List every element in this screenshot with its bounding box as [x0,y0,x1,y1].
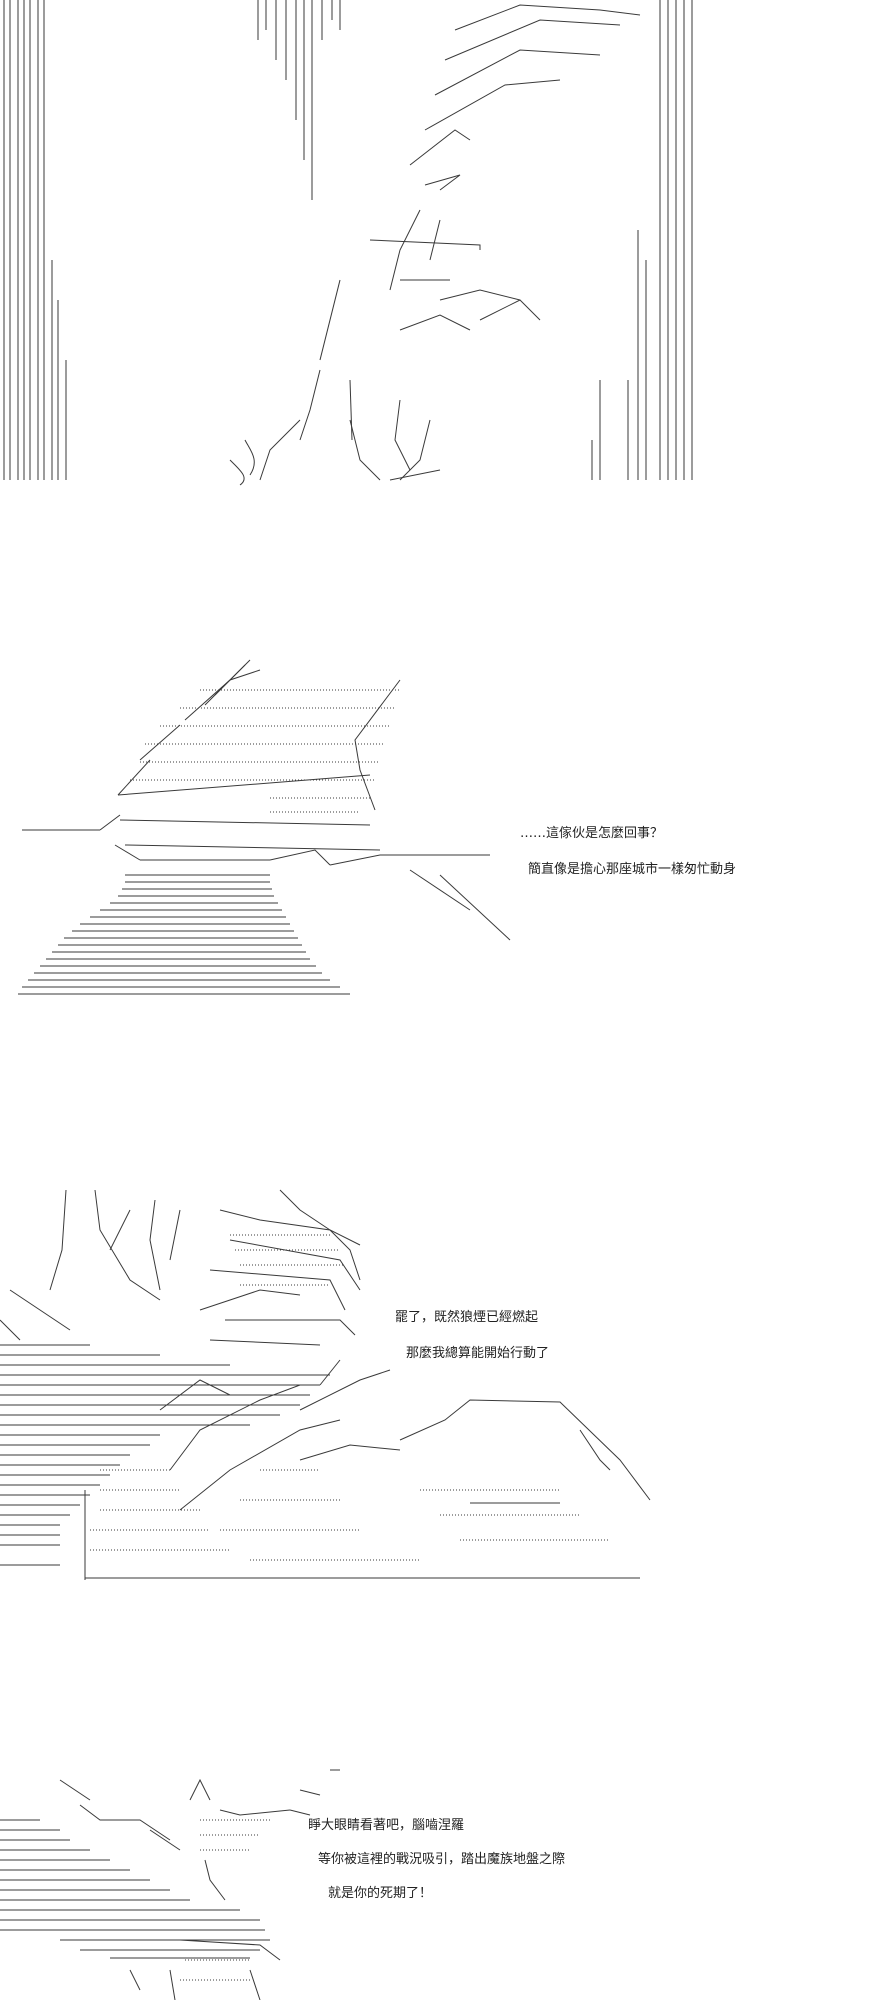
ascii-art-caped-figure [0,1769,340,2000]
ascii-art-figure-between-pillars [3,0,693,486]
ascii-art-hooded-figure [18,659,511,995]
caption-line: 簡直像是擔心那座城市一樣匆忙動身 [528,862,737,877]
caption-line: 睜大眼睛看著吧，腦嚙涅羅 [308,1818,465,1833]
panel-2: ……這傢伙是怎麼回事？ 簡直像是擔心那座城市一樣匆忙動身 [0,650,892,1010]
panel-4: 睜大眼睛看著吧，腦嚙涅羅 等你被這裡的戰況吸引，踏出魔族地盤之際 就是你的死期了… [0,1760,892,2000]
caption-line: 等你被這裡的戰況吸引，踏出魔族地盤之際 [318,1852,566,1867]
caption-line: ……這傢伙是怎麼回事？ [520,826,664,841]
panel-1 [0,0,892,490]
caption-line: 那麼我總算能開始行動了 [406,1346,550,1361]
ascii-art-crouching-figure [0,1189,651,1580]
caption-line: 就是你的死期了！ [328,1886,433,1901]
caption-line: 罷了，既然狼煙已經燃起 [395,1310,539,1325]
panel-3: 罷了，既然狼煙已經燃起 那麼我總算能開始行動了 [0,1170,892,1600]
